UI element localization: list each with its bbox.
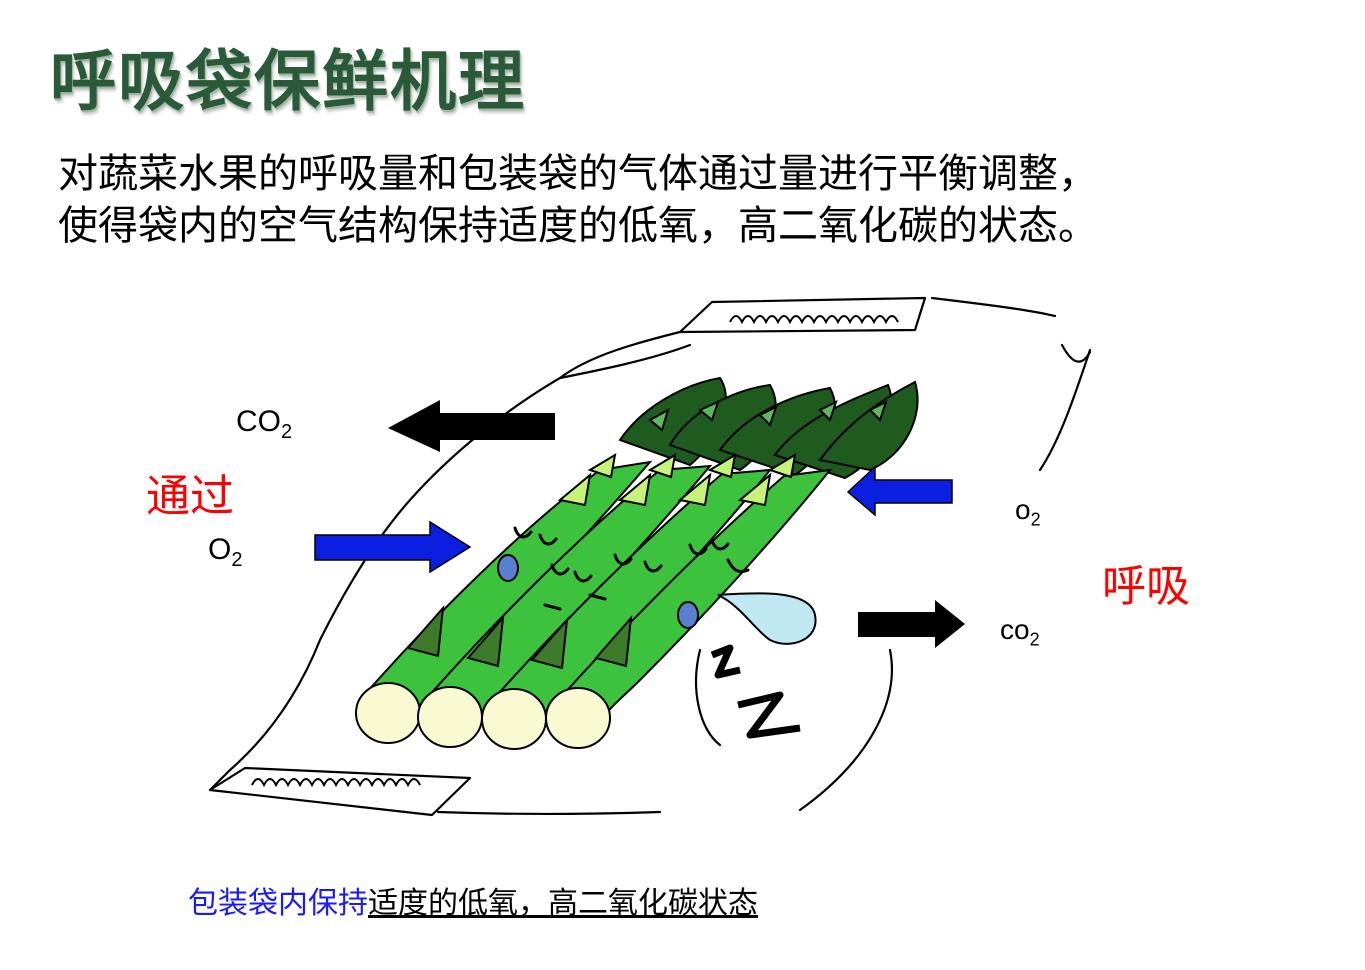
cut-end — [355, 682, 421, 744]
water-drop — [717, 592, 817, 645]
sleep-marks — [513, 526, 750, 611]
page-title: 呼吸袋保鲜机理 — [50, 43, 526, 120]
right-co2-label: co2 — [1000, 614, 1040, 650]
o2-in-arrow-right — [846, 465, 953, 517]
spot — [677, 601, 699, 629]
bag-seam-top — [729, 315, 899, 325]
sleep-z-letters — [710, 644, 801, 739]
arrows — [314, 400, 965, 648]
co2-out-arrow-right — [858, 600, 965, 648]
breath-label: 呼吸 — [1102, 561, 1190, 612]
co2-out-arrow-left — [388, 400, 555, 452]
spot — [497, 554, 519, 582]
respiration-bag-illustration — [208, 296, 1092, 817]
description-line-1: 对蔬菜水果的呼吸量和包装袋的气体通过量进行平衡调整， — [58, 151, 1098, 197]
o2-in-arrow-left — [314, 520, 472, 574]
bag-seam-bottom — [251, 778, 421, 788]
asparagus-bundle — [355, 376, 919, 750]
cut-end — [417, 686, 483, 748]
caption-blue-part: 包装袋内保持 — [188, 886, 368, 921]
asparagus-lower-bracts — [406, 604, 633, 670]
pass-label: 通过 — [146, 471, 234, 522]
description: 对蔬菜水果的呼吸量和包装袋的气体通过量进行平衡调整， 使得袋内的空气结构保持适度… — [58, 148, 1098, 252]
caption-underlined-part: 适度的低氧，高二氧化碳状态 — [368, 886, 758, 921]
cut-end — [481, 688, 547, 750]
left-o2-label: O2 — [208, 533, 243, 571]
caption: 包装袋内保持适度的低氧，高二氧化碳状态 — [188, 878, 758, 922]
asparagus-bracts — [557, 453, 797, 507]
bag-outline — [208, 296, 1092, 817]
left-co2-label: CO2 — [236, 405, 293, 443]
description-line-2: 使得袋内的空气结构保持适度的低氧，高二氧化碳的状态。 — [58, 203, 1098, 249]
cut-end — [545, 687, 611, 749]
right-o2-label: o2 — [1015, 494, 1041, 530]
asparagus-tips — [618, 376, 919, 480]
